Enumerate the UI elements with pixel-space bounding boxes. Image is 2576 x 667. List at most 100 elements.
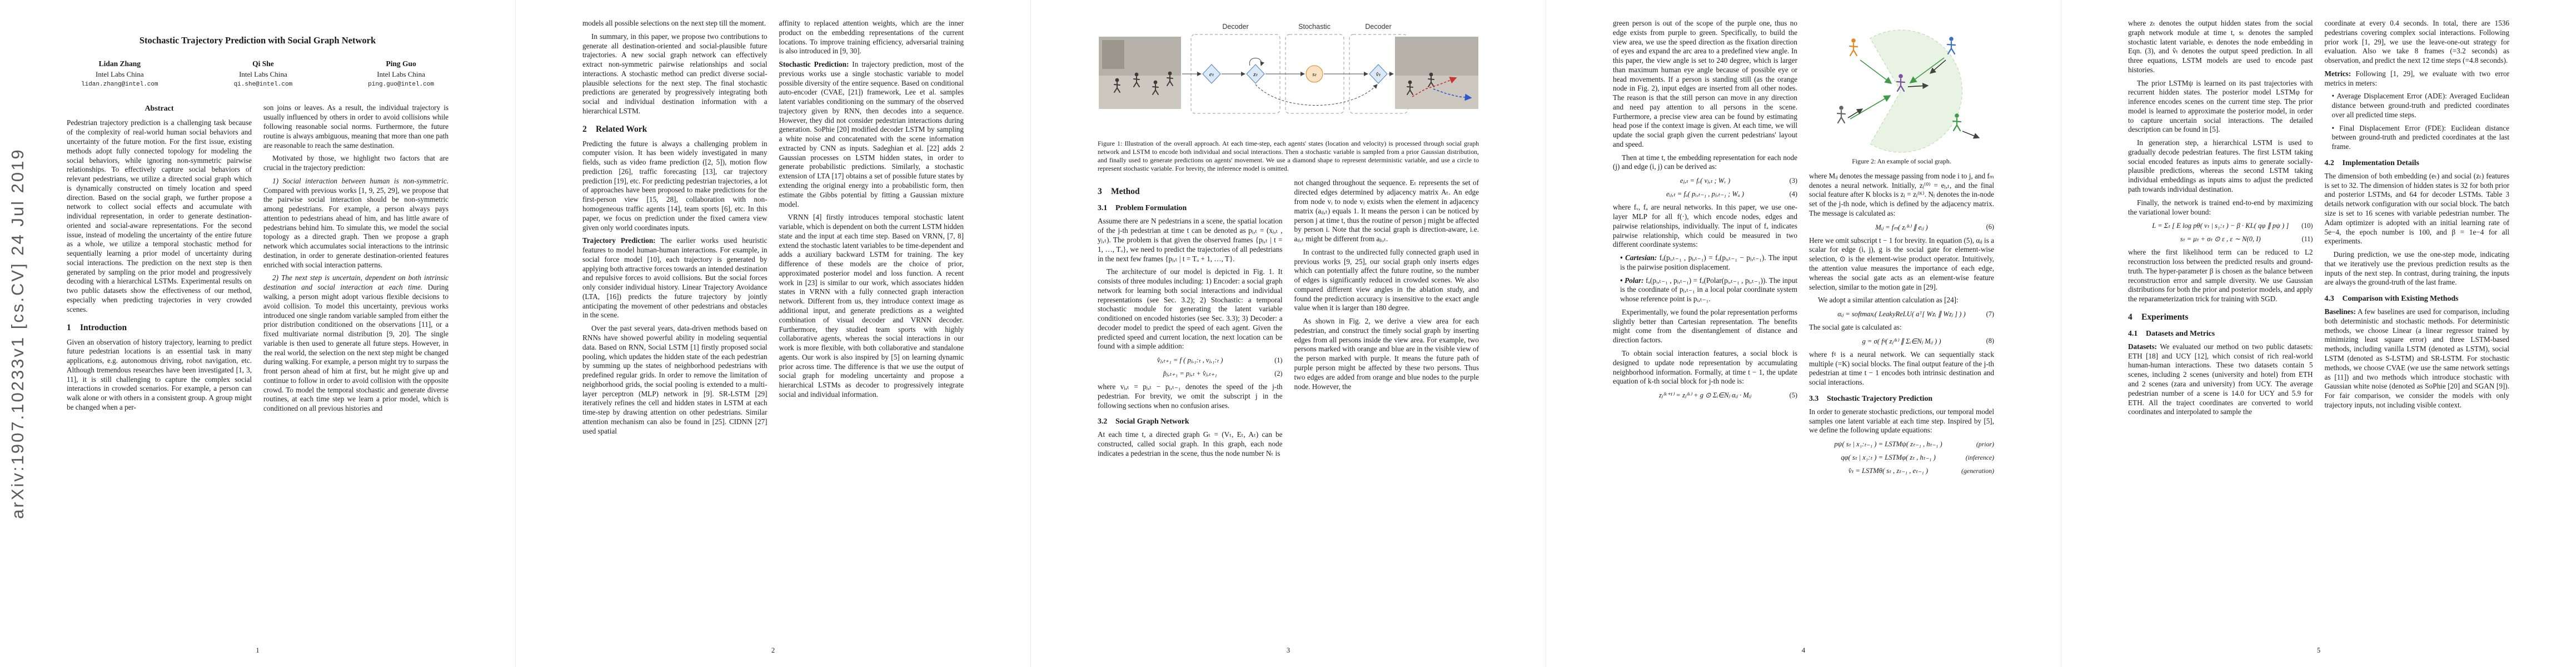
paragraph: Predicting the future is always a challe… — [582, 139, 768, 232]
paragraph: Motivated by those, we highlight two fac… — [263, 154, 449, 172]
paragraph: Over the past several years, data-driven… — [582, 324, 768, 435]
paragraph: The social gate is calculated as: — [1809, 323, 1902, 332]
right-column: affinity to replaced attention weights, … — [779, 19, 964, 440]
author-block: Lidan Zhang Intel Labs China lidan.zhang… — [81, 59, 434, 88]
paragraph: green person is out of the scope of the … — [1613, 19, 1797, 148]
equation-1: v̂ⱼ,ₜ₊₁ = f ( pⱼ,₁:ₜ , vⱼ,₁:ₜ )(1) — [1157, 356, 1283, 365]
paragraph-trajectory-prediction: Trajectory Prediction: The earlier works… — [582, 236, 768, 320]
author-1: Lidan Zhang Intel Labs China lidan.zhang… — [81, 59, 158, 88]
social-edges — [1850, 57, 1945, 120]
paragraph: where the first likelihood term can be r… — [2128, 248, 2313, 303]
svg-text:v̂ₜ: v̂ₜ — [1376, 71, 1381, 78]
predicted-trajectory-blue — [1433, 88, 1472, 101]
author-affiliation: Intel Labs China — [95, 70, 144, 79]
embedding-node: eₜ — [1202, 64, 1221, 84]
paragraph: where vⱼ,ₜ = pⱼ,ₜ − pⱼ,ₜ₋₁ denotes the s… — [1098, 382, 1283, 410]
abstract-text: Pedestrian trajectory prediction is a ch… — [67, 118, 252, 313]
author-email: qi.she@intel.com — [233, 81, 293, 88]
paragraph-metrics: Metrics: Following [1, 29], we evaluate … — [2324, 69, 2510, 87]
author-name: Lidan Zhang — [98, 59, 141, 68]
paragraph: The dimension of both embedding (eₜ) and… — [2324, 171, 2510, 246]
lstm-state-node: zₜ — [1246, 58, 1265, 84]
page-3: Decoder Stochastic Decoder eₜ zₜ sₜ — [1030, 0, 1546, 667]
left-column: Abstract Pedestrian trajectory predictio… — [67, 103, 252, 417]
equation-generation: v̂ₜ = LSTMθ( sₜ , zₜ₋₁ , eₜ₋₁ )(generati… — [1848, 466, 1994, 475]
paragraph: In order to generate stochastic predicti… — [1809, 407, 1994, 435]
equation-inference: qφ( sₜ | x₁:ₜ ) = LSTMφ( zₜ , hₜ₋₁ )(inf… — [1841, 453, 1994, 462]
page-2: models all possible selections on the ne… — [515, 0, 1030, 667]
author-email: lidan.zhang@intel.com — [81, 81, 158, 88]
zone-label-1: Decoder — [1222, 23, 1248, 31]
paragraph: son joins or leaves. As a result, the in… — [263, 103, 449, 150]
left-column: where zₜ denotes the output hidden state… — [2128, 19, 2313, 421]
paragraph: affinity to replaced attention weights, … — [779, 19, 964, 56]
author-email: ping.guo@intel.com — [368, 81, 434, 88]
page-number: 3 — [1286, 646, 1291, 654]
page-5: where zₜ denotes the output hidden state… — [2061, 0, 2576, 667]
equation-11: sₜ = μₜ + σₜ ⊙ ε , ε ∼ N(0, I)(11) — [2180, 235, 2313, 243]
paragraph: During prediction, we use the one-step m… — [2324, 250, 2510, 287]
paragraph: VRNN [4] firstly introduces temporal sto… — [779, 213, 964, 399]
page-number: 5 — [2316, 646, 2321, 654]
velocity-arrows — [1847, 59, 1980, 139]
author-name: Qi She — [252, 59, 274, 68]
zone-label-2: Stochastic — [1298, 23, 1331, 31]
decoder-output-node: v̂ₜ — [1369, 64, 1388, 84]
equation-4: eᵢⱼ,ₜ = fₐ( pᵢ,ₜ₋₁ , pⱼ,ₜ₋₁ ; Wₐ )(4) — [1666, 190, 1797, 198]
paragraph: not changed throughout the sequence. Eₜ … — [1294, 178, 1479, 243]
equation-2: p̂ⱼ,ₜ₊₁ = pⱼ,ₜ + v̂ⱼ,ₜ₊₁(2) — [1163, 369, 1283, 378]
figure-2-caption: Figure 2: An example of social graph. — [1852, 157, 1951, 165]
equation-8: g = σ( fᵍ( zⱼ⁽ᵏ⁾ ∥ Σᵢ∈Nⱼ Mᵢⱼ ) )(8) — [1862, 337, 1994, 345]
page-number: 1 — [256, 646, 260, 654]
paragraph: Then at time t, the embedding representa… — [1613, 153, 1797, 171]
equation-5: zⱼ⁽ᵏ⁺¹⁾ = zⱼ⁽ᵏ⁾ + g ⊙ Σᵢ∈Nⱼ αᵢⱼ · Mᵢⱼ(5) — [1659, 391, 1797, 400]
stochastic-latent-node: sₜ — [1306, 65, 1323, 83]
author-3: Ping Guo Intel Labs China ping.guo@intel… — [368, 59, 434, 88]
equation-7: αᵢⱼ = softmaxᵢ( LeakyReLU( aᵀ[ Wzᵢ ∥ Wzⱼ… — [1837, 310, 1994, 318]
page-1: arXiv:1907.10233v1 [cs.CV] 24 Jul 2019 S… — [0, 0, 515, 667]
metric-ade: • Average Displacement Error (ADE): Aver… — [2331, 92, 2510, 119]
predicted-trajectory-red — [1412, 77, 1457, 97]
svg-text:zₜ: zₜ — [1253, 71, 1258, 78]
paragraph: where zₜ denotes the output hidden state… — [2128, 19, 2313, 74]
point-1: 1) Social interaction between human is n… — [263, 176, 449, 269]
svg-text:sₜ: sₜ — [1312, 71, 1317, 78]
paragraph: Here we omit subscript t − 1 for brevity… — [1809, 236, 1994, 291]
figure-1: Decoder Stochastic Decoder eₜ zₜ sₜ — [1098, 20, 1479, 136]
paragraph: As shown in Fig. 2, we derive a view are… — [1294, 317, 1479, 391]
flow-arrows — [1182, 72, 1394, 106]
input-scene-image — [1099, 37, 1181, 109]
equation-prior: pψ( sₜ | x₁:ₜ₋₁ ) = LSTMψ( zₜ₋₁ , hₜ₋₁ )… — [1834, 440, 1994, 449]
paragraph: In contrast to the undirected fully conn… — [1294, 247, 1479, 312]
equation-6: Mᵢⱼ = fₘ( zᵢ⁽ᵏ⁾ ∥ eᵢⱼ )(6) — [1875, 223, 1994, 231]
paragraph: In generation step, a hierarchical LSTM … — [2128, 138, 2313, 194]
paper-title: Stochastic Trajectory Prediction with So… — [139, 35, 376, 46]
point-2: 2) The next step is uncertain, dependent… — [263, 273, 449, 413]
paragraph: We adopt a similar attention calculation… — [1818, 296, 1959, 305]
zone-label-3: Decoder — [1365, 23, 1391, 31]
paragraph: Given an observation of history trajecto… — [67, 337, 252, 411]
paragraph: Finally, the network is trained end-to-e… — [2128, 198, 2313, 216]
paragraph-stochastic-prediction: Stochastic Prediction: In trajectory pre… — [779, 60, 964, 208]
paragraph: To obtain social interaction features, a… — [1613, 349, 1797, 386]
page-number: 2 — [771, 646, 775, 654]
person-green — [1952, 113, 1962, 132]
person-purple — [1896, 74, 1906, 92]
person-orange — [1848, 38, 1858, 57]
author-2: Qi She Intel Labs China qi.she@intel.com — [234, 59, 293, 88]
view-area-sector — [1870, 29, 1962, 153]
author-affiliation: Intel Labs China — [377, 70, 425, 79]
right-column: Figure 2: An example of social graph. wh… — [1809, 19, 1994, 480]
author-affiliation: Intel Labs China — [239, 70, 287, 79]
author-name: Ping Guo — [386, 59, 416, 68]
equation-10: L = Σₜ [ E log pθ( vₜ | s₁:ₜ ) − β · KL(… — [2152, 221, 2313, 230]
paragraph: models all possible selections on the ne… — [582, 19, 766, 27]
